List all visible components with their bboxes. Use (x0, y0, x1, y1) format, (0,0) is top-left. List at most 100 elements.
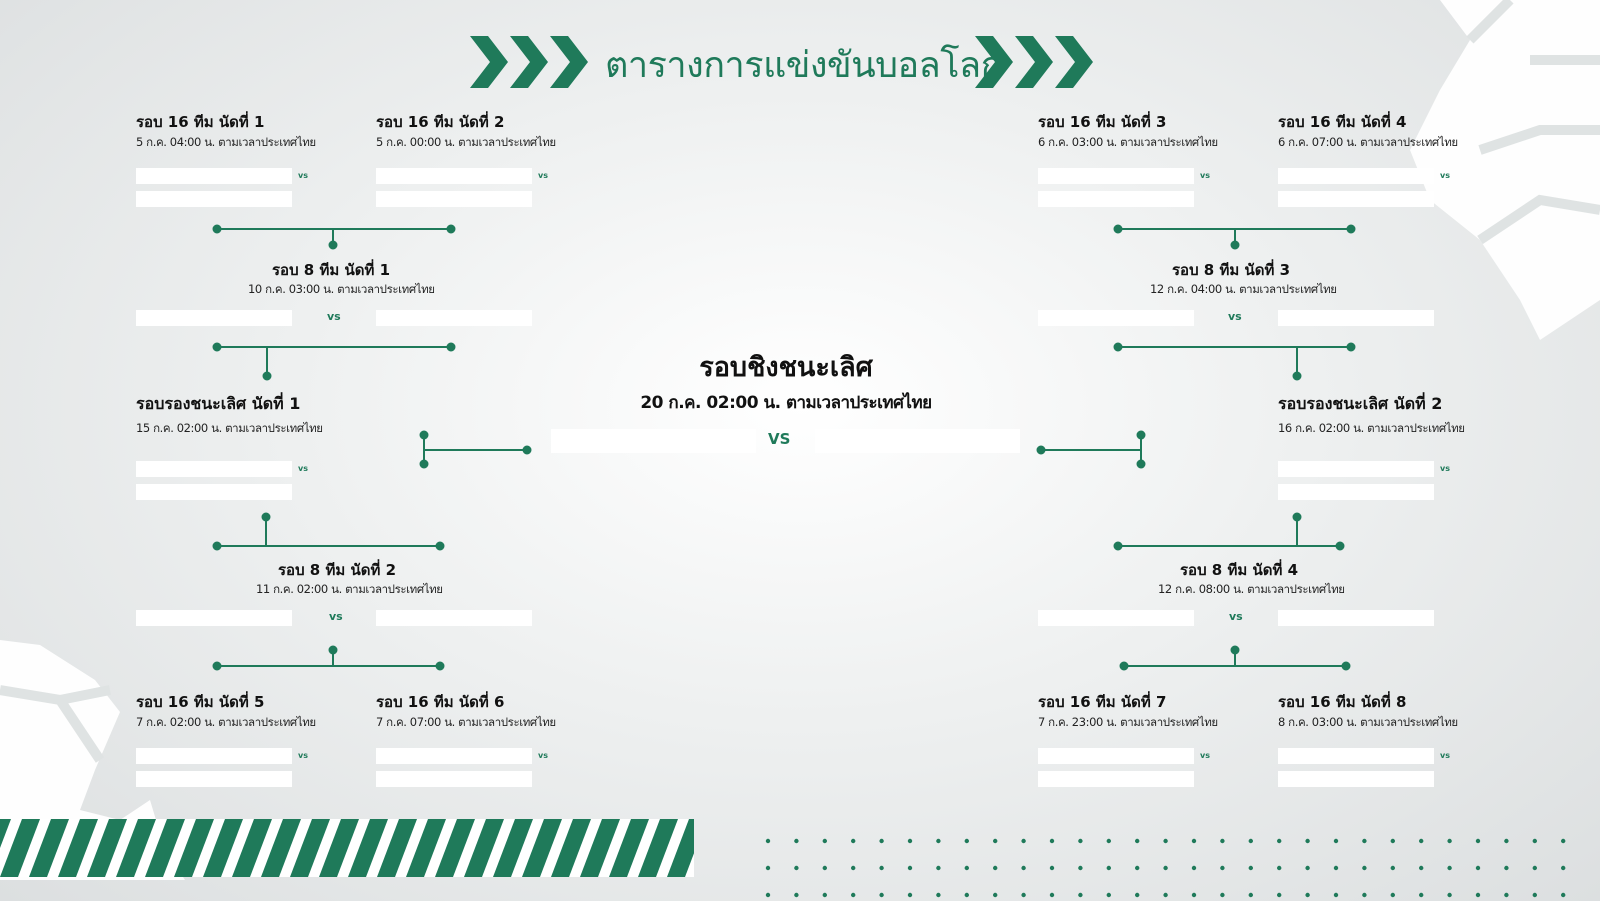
stripe (174, 819, 214, 877)
team-slot[interactable] (1038, 748, 1194, 764)
match-qf-3-time: 12 ก.ค. 04:00 น. ตามเวลาประเทศไทย (1150, 282, 1337, 296)
team-slot[interactable] (136, 484, 292, 500)
dot (1419, 838, 1424, 844)
vs-label: vs (538, 751, 548, 760)
dot (794, 838, 799, 844)
dot (1333, 865, 1339, 871)
team-slot[interactable] (376, 610, 532, 626)
dot (1220, 892, 1225, 898)
dot (794, 865, 799, 871)
dot (1106, 838, 1112, 844)
team-slot[interactable] (136, 771, 292, 787)
stripe (580, 819, 620, 877)
dot (1419, 865, 1424, 871)
team-slot[interactable] (1278, 771, 1434, 787)
stripe (377, 819, 417, 877)
dot (1532, 892, 1538, 898)
vs-label: vs (538, 171, 548, 180)
match-r16-1-label: รอบ 16 ทีม นัดที่ 1 (136, 113, 265, 131)
dot (1220, 838, 1225, 844)
team-slot[interactable] (1278, 191, 1434, 207)
dot (851, 865, 856, 871)
dot (907, 865, 913, 871)
title-bar: ตารางการแข่งขันบอลโลก (470, 32, 1120, 92)
final-team-slot[interactable] (815, 429, 1020, 453)
dot (936, 865, 941, 871)
team-slot[interactable] (136, 610, 292, 626)
dot (907, 892, 913, 898)
dot (1021, 838, 1026, 844)
dot (1078, 865, 1083, 871)
stripe (145, 819, 185, 877)
dot (1362, 865, 1367, 871)
team-slot[interactable] (1038, 610, 1194, 626)
match-r16-3-time: 6 ก.ค. 03:00 น. ตามเวลาประเทศไทย (1038, 135, 1218, 149)
dot (1475, 865, 1481, 871)
final-team-slot[interactable] (551, 429, 756, 453)
vs-label: vs (1440, 464, 1450, 473)
stripe (667, 819, 694, 877)
dot (822, 865, 827, 871)
dot (1135, 838, 1140, 844)
team-slot[interactable] (1038, 168, 1194, 184)
match-r16-2-label: รอบ 16 ทีม นัดที่ 2 (376, 113, 505, 131)
match-qf-1-time: 10 ก.ค. 03:00 น. ตามเวลาประเทศไทย (248, 282, 435, 296)
match-r16-2-time: 5 ก.ค. 00:00 น. ตามเวลาประเทศไทย (376, 135, 556, 149)
dot (1504, 892, 1509, 898)
dot (851, 838, 856, 844)
vs-label: vs (1228, 310, 1242, 323)
match-qf-2-time: 11 ก.ค. 02:00 น. ตามเวลาประเทศไทย (256, 582, 443, 596)
dot (1277, 865, 1282, 871)
team-slot[interactable] (1278, 484, 1434, 500)
team-slot[interactable] (136, 191, 292, 207)
dot (993, 838, 998, 844)
team-slot[interactable] (1278, 310, 1434, 326)
team-slot[interactable] (376, 771, 532, 787)
stripe (464, 819, 504, 877)
dot (1049, 838, 1055, 844)
team-slot[interactable] (1278, 168, 1434, 184)
team-slot[interactable] (136, 461, 292, 477)
match-r16-5-label: รอบ 16 ทีม นัดที่ 5 (136, 693, 265, 711)
football-top-right-icon (1410, 0, 1600, 340)
dot (1447, 865, 1452, 871)
stripe (522, 819, 562, 877)
dot (1078, 892, 1083, 898)
dot (1419, 892, 1424, 898)
team-slot[interactable] (1278, 461, 1434, 477)
team-slot[interactable] (1038, 310, 1194, 326)
stripe (348, 819, 388, 877)
dot (822, 838, 827, 844)
stripe (261, 819, 301, 877)
match-qf-3-label: รอบ 8 ทีม นัดที่ 3 (1172, 261, 1291, 279)
dot (879, 892, 884, 898)
match-qf-4-time: 12 ก.ค. 08:00 น. ตามเวลาประเทศไทย (1158, 582, 1345, 596)
team-slot[interactable] (376, 191, 532, 207)
dot (1532, 838, 1538, 844)
team-slot[interactable] (1278, 748, 1434, 764)
dot (1163, 865, 1168, 871)
dot (1561, 838, 1566, 844)
final-time: 20 ก.ค. 02:00 น. ตามเวลาประเทศไทย (640, 393, 932, 413)
team-slot[interactable] (136, 168, 292, 184)
dot (1504, 838, 1509, 844)
dot (1277, 838, 1282, 844)
chevrons-right-icon (975, 36, 1093, 88)
match-qf-4-label: รอบ 8 ทีม นัดที่ 4 (1180, 561, 1299, 579)
team-slot[interactable] (376, 168, 532, 184)
dot (1191, 838, 1197, 844)
match-qf-2-label: รอบ 8 ทีม นัดที่ 2 (278, 561, 397, 579)
dot (1135, 865, 1140, 871)
team-slot[interactable] (1038, 771, 1194, 787)
match-r16-4-label: รอบ 16 ทีม นัดที่ 4 (1278, 113, 1407, 131)
team-slot[interactable] (1038, 191, 1194, 207)
team-slot[interactable] (136, 748, 292, 764)
dot (907, 838, 913, 844)
team-slot[interactable] (136, 310, 292, 326)
team-slot[interactable] (1278, 610, 1434, 626)
team-slot[interactable] (376, 310, 532, 326)
team-slot[interactable] (376, 748, 532, 764)
dot (1447, 892, 1452, 898)
dot (1305, 865, 1310, 871)
